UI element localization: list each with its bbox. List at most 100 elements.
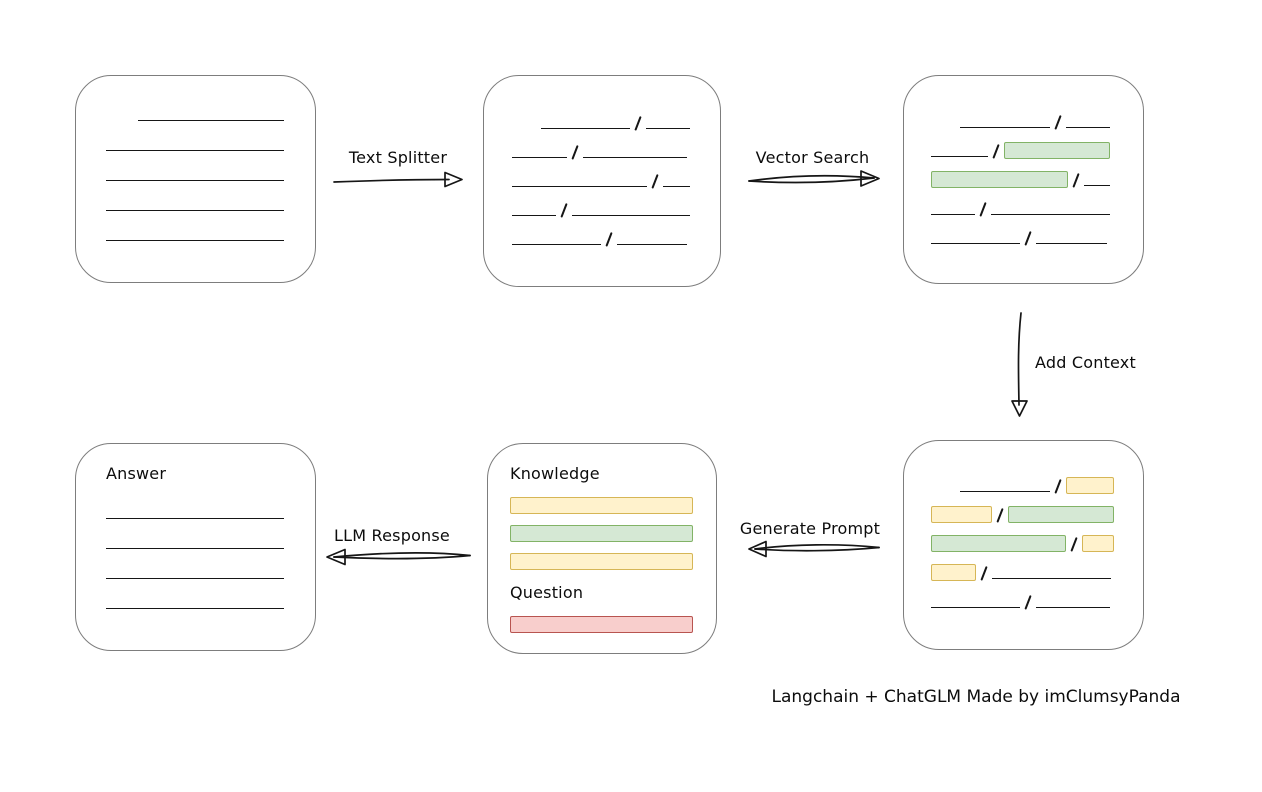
slash-separator (605, 232, 613, 247)
red-highlight-chunk (510, 616, 693, 633)
caption: Langchain + ChatGLM Made by imClumsyPand… (771, 687, 1181, 707)
knowledge-label: Knowledge (510, 464, 600, 483)
green-highlight-chunk (931, 535, 1067, 552)
text-row (931, 550, 1114, 581)
text-row (931, 492, 1114, 523)
text-row (512, 100, 690, 131)
text-line (617, 244, 688, 245)
text-row (931, 521, 1115, 552)
text-line (1036, 607, 1111, 608)
source-document-box (75, 75, 316, 283)
yellow-highlight-chunk (1082, 535, 1115, 552)
text-splitter-label: Text Splitter (348, 148, 448, 167)
text-row (512, 187, 690, 218)
text-line (646, 128, 690, 129)
vector-search-label: Vector Search (755, 148, 870, 167)
text-line (1084, 185, 1111, 186)
add-context-label: Add Context (1035, 353, 1136, 372)
text-line (106, 240, 284, 241)
text-line (1036, 243, 1108, 244)
text-line (106, 210, 284, 211)
text-line (991, 214, 1111, 215)
text-row (512, 129, 690, 160)
vector-matches-box (903, 75, 1144, 284)
indent-gap (931, 491, 960, 492)
text-row (931, 157, 1114, 188)
text-row (931, 128, 1114, 159)
text-line (931, 243, 1020, 244)
text-line (1066, 127, 1111, 128)
text-line (106, 608, 284, 609)
green-highlight-chunk (931, 171, 1068, 188)
text-line (931, 214, 975, 215)
text-row (106, 549, 284, 579)
llm-response-arrow (326, 548, 471, 566)
text-row (931, 579, 1114, 610)
source-document-lines (76, 76, 315, 241)
vector-matches-lines (904, 76, 1143, 246)
text-row (931, 215, 1114, 246)
llm-response-label: LLM Response (334, 526, 450, 545)
text-row (510, 603, 694, 633)
add-context-arrow (1011, 312, 1028, 417)
answer-lines (106, 489, 284, 609)
text-row (931, 99, 1114, 130)
indent-gap (106, 120, 138, 121)
generate-prompt-arrow (748, 540, 880, 558)
vector-search-arrow (748, 170, 880, 187)
question-label: Question (510, 583, 584, 602)
green-highlight-chunk (1004, 142, 1111, 159)
text-row (106, 489, 284, 519)
text-row (510, 484, 694, 514)
answer-box: Answer (75, 443, 316, 651)
text-row (106, 121, 284, 151)
indent-gap (512, 128, 541, 129)
yellow-highlight-chunk (510, 553, 693, 570)
slash-separator (1024, 595, 1032, 610)
text-line (512, 215, 556, 216)
text-row (510, 512, 694, 542)
split-text-lines (484, 76, 720, 247)
text-line (106, 518, 284, 519)
text-row (512, 216, 690, 247)
text-line (931, 156, 988, 157)
text-line (931, 607, 1020, 608)
text-line (137, 120, 284, 121)
text-row (106, 579, 284, 609)
text-line (106, 548, 284, 549)
text-line (106, 180, 284, 181)
text-line (583, 157, 688, 158)
green-highlight-chunk (1008, 506, 1114, 523)
yellow-highlight-chunk (1066, 477, 1115, 494)
indent-gap (931, 127, 960, 128)
text-line (540, 128, 630, 129)
text-row (510, 540, 694, 570)
text-line (512, 186, 647, 187)
yellow-highlight-chunk (931, 506, 992, 523)
generate-prompt-label: Generate Prompt (739, 519, 881, 538)
text-row (106, 519, 284, 549)
text-row (106, 211, 284, 241)
text-row (931, 186, 1114, 217)
text-row (106, 91, 284, 121)
yellow-highlight-chunk (510, 497, 693, 514)
text-row (512, 158, 690, 189)
question-bar (510, 603, 694, 633)
text-line (663, 186, 690, 187)
green-highlight-chunk (510, 525, 693, 542)
text-line (106, 150, 284, 151)
context-chunks-box (903, 440, 1144, 650)
text-line (106, 578, 284, 579)
text-line (959, 491, 1050, 492)
text-row (106, 151, 284, 181)
prompt-box: Knowledge Question (487, 443, 717, 654)
text-row (106, 181, 284, 211)
text-splitter-arrow (333, 171, 463, 188)
text-row (931, 463, 1115, 494)
text-line (992, 578, 1112, 579)
knowledge-bars (510, 484, 694, 570)
context-chunks-lines (904, 441, 1143, 610)
text-line (960, 127, 1050, 128)
text-line (512, 157, 567, 158)
